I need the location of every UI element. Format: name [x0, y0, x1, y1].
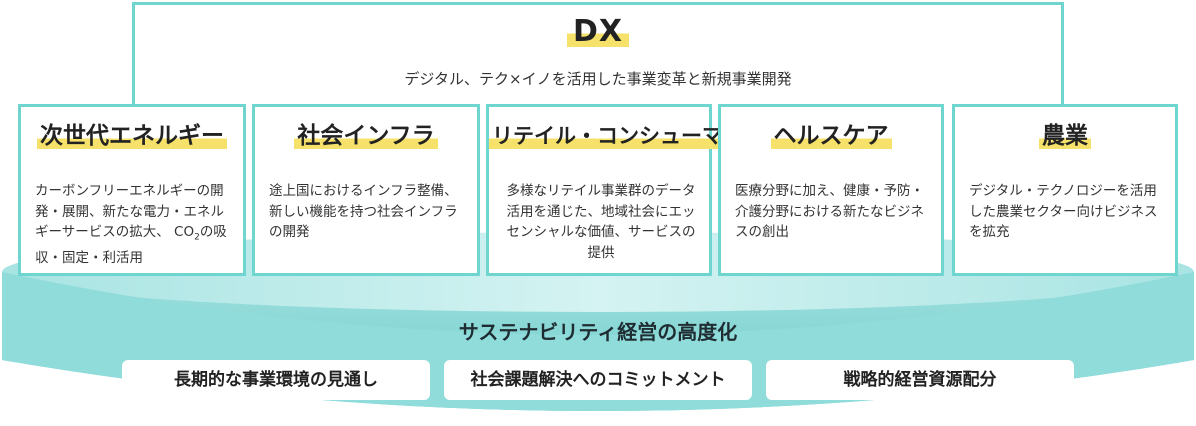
foundation-title: サステナビリティ経営の高度化: [458, 320, 738, 344]
pillar-description: カーボンフリーエネルギーの開発・展開、新たな電力・エネルギーサービスの拡大、 C…: [35, 183, 227, 267]
pillar-title: 次世代エネルギー: [37, 123, 227, 149]
dx-title: DX: [135, 17, 1061, 47]
pillar-description: 医療分野に加え、健康・予防・介護分野における新たなビジネスの創出: [735, 183, 924, 240]
pillar-title: ヘルスケア: [770, 123, 892, 149]
pillar-next-gen-energy: 次世代エネルギー カーボンフリーエネルギーの開発・展開、新たな電力・エネルギーサ…: [18, 104, 246, 276]
pillar-description: デジタル・テクノロジーを活用した農業セクター向けビジネスを拡充: [969, 183, 1158, 240]
dx-title-text: DX: [566, 17, 630, 47]
pillar-title: 社会インフラ: [294, 123, 438, 149]
foundation-item-outlook: 長期的な事業環境の見通し: [122, 360, 430, 400]
pillar-agriculture: 農業 デジタル・テクノロジーを活用した農業セクター向けビジネスを拡充: [952, 104, 1178, 276]
pillar-title: リテイル・コンシューマー: [489, 123, 747, 149]
foundation-item-commitment: 社会課題解決へのコミットメント: [444, 360, 752, 400]
pillar-title: 農業: [1039, 123, 1091, 149]
pillar-description: 途上国におけるインフラ整備、新しい機能を持つ社会インフラの開発: [269, 183, 458, 240]
dx-frame: DX デジタル、テク×イノを活用した事業変革と新規事業開発: [132, 2, 1064, 108]
foundation-item-resource-allocation: 戦略的経営資源配分: [766, 360, 1074, 400]
pillar-social-infrastructure: 社会インフラ 途上国におけるインフラ整備、新しい機能を持つ社会インフラの開発: [252, 104, 480, 276]
pillar-retail-consumer: リテイル・コンシューマー 多様なリテイル事業群のデータ活用を通じた、地域社会にエ…: [486, 104, 747, 276]
pillar-healthcare: ヘルスケア 医療分野に加え、健康・予防・介護分野における新たなビジネスの創出: [718, 104, 944, 276]
pillar-description: 多様なリテイル事業群のデータ活用を通じた、地域社会にエッセンシャルな価値、サービ…: [506, 183, 696, 261]
dx-subtitle: デジタル、テク×イノを活用した事業変革と新規事業開発: [404, 70, 792, 88]
